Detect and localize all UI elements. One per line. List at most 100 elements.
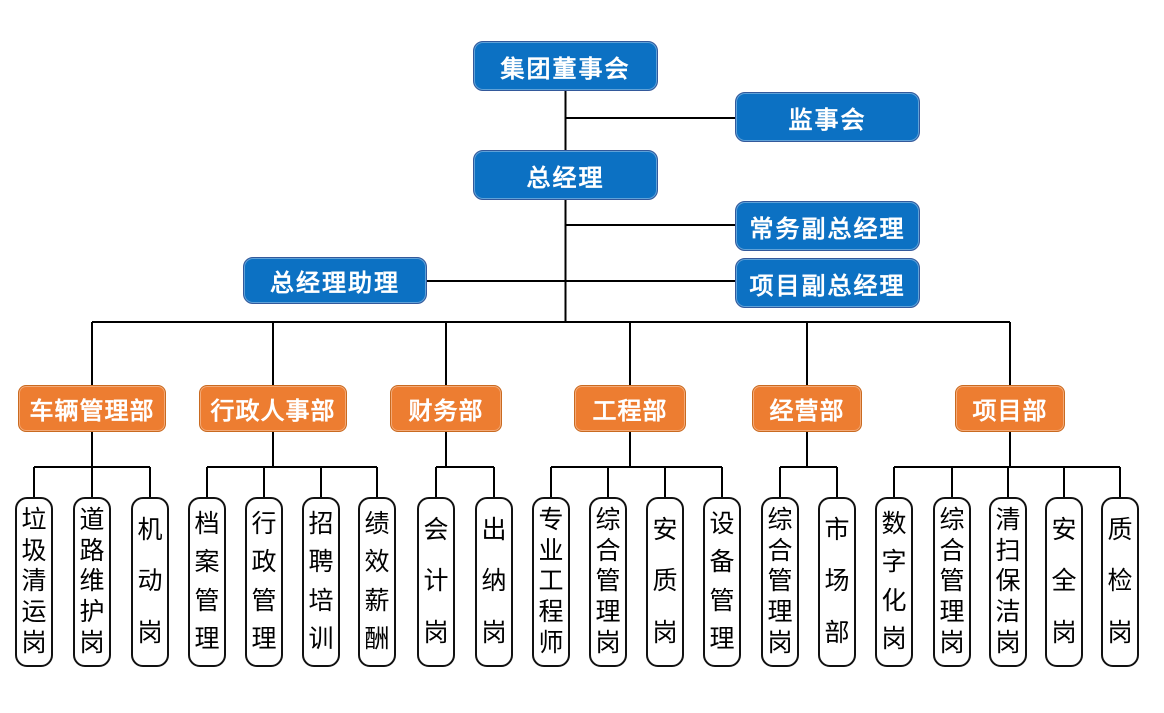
org-node-pos-market: 市场部: [818, 497, 856, 667]
org-node-label-pos-road: 道路维护岗: [75, 499, 109, 665]
label-char: 薪: [364, 587, 390, 615]
label-char: 理: [194, 626, 220, 654]
org-node-supervisory: 监事会: [735, 92, 920, 142]
org-node-dept-engineering: 工程部: [574, 385, 686, 432]
label-char: 岗: [1051, 619, 1077, 647]
label-char: 综: [595, 506, 621, 534]
label-char: 扫: [995, 537, 1021, 565]
label-char: 岗: [881, 626, 907, 654]
label-char: 专: [538, 506, 564, 534]
org-node-pos-garbage: 垃圾清运岗: [15, 497, 53, 667]
label-char: 理: [595, 599, 621, 627]
label-char: 化: [881, 587, 907, 615]
label-char: 合: [767, 537, 793, 565]
label-char: 清: [21, 568, 47, 596]
label-char: 洁: [995, 599, 1021, 627]
label-char: 业: [538, 537, 564, 565]
label-char: 岗: [137, 619, 163, 647]
label-char: 路: [79, 537, 105, 565]
org-node-pos-safety-q: 安质岗: [646, 497, 684, 667]
label-char: 岗: [1107, 619, 1133, 647]
label-char: 招: [308, 510, 334, 538]
label-char: 管: [595, 568, 621, 596]
org-node-label-dept-vehicle: 车辆管理部: [29, 398, 155, 425]
org-node-pos-accountant: 会计岗: [417, 497, 455, 667]
label-char: 管: [939, 568, 965, 596]
label-char: 检: [1107, 568, 1133, 596]
org-node-label-exec-vp: 常务副总经理: [749, 215, 906, 243]
org-node-label-gm: 总经理: [526, 164, 605, 192]
org-node-dept-project: 项目部: [955, 385, 1065, 432]
label-char: 岗: [423, 619, 449, 647]
label-char: 字: [881, 549, 907, 577]
org-node-dept-operations: 经营部: [752, 385, 862, 432]
org-node-label-pos-performance: 绩效薪酬: [360, 499, 394, 665]
label-char: 机: [137, 517, 163, 545]
org-node-label-board: 集团董事会: [500, 55, 631, 83]
label-char: 管: [767, 568, 793, 596]
label-char: 出: [481, 517, 507, 545]
label-char: 行: [251, 510, 277, 538]
label-char: 安: [1051, 517, 1077, 545]
org-node-label-pos-safety: 安全岗: [1047, 499, 1081, 665]
label-char: 场: [824, 568, 850, 596]
org-node-gm-assistant: 总经理助理: [243, 257, 427, 304]
label-char: 护: [79, 599, 105, 627]
label-char: 道: [79, 506, 105, 534]
label-char: 维: [79, 568, 105, 596]
label-char: 岗: [939, 630, 965, 658]
org-node-pos-cashier: 出纳岗: [475, 497, 513, 667]
label-char: 安: [652, 517, 678, 545]
label-char: 岗: [767, 630, 793, 658]
org-node-label-pos-market: 市场部: [820, 499, 854, 665]
org-node-pos-safety: 安全岗: [1045, 497, 1083, 667]
label-char: 理: [251, 626, 277, 654]
label-char: 垃: [21, 506, 47, 534]
label-char: 综: [767, 506, 793, 534]
org-node-label-dept-project: 项目部: [972, 398, 1048, 425]
label-char: 合: [595, 537, 621, 565]
label-char: 管: [251, 587, 277, 615]
label-char: 理: [709, 626, 735, 654]
label-char: 综: [939, 506, 965, 534]
label-char: 聘: [308, 549, 334, 577]
label-char: 岗: [652, 619, 678, 647]
org-node-pos-mobile: 机动岗: [131, 497, 169, 667]
label-char: 数: [881, 510, 907, 538]
label-char: 训: [308, 626, 334, 654]
label-char: 部: [824, 619, 850, 647]
org-node-label-project-vp: 项目副总经理: [749, 272, 906, 300]
org-node-label-dept-finance: 财务部: [408, 398, 484, 425]
org-node-pos-general-proj: 综合管理岗: [933, 497, 971, 667]
label-char: 计: [423, 568, 449, 596]
org-node-dept-finance: 财务部: [390, 385, 502, 432]
org-node-pos-engineer: 专业工程师: [532, 497, 570, 667]
label-char: 全: [1051, 568, 1077, 596]
org-node-label-dept-admin-hr: 行政人事部: [210, 398, 336, 425]
org-node-label-pos-quality: 质检岗: [1103, 499, 1137, 665]
label-char: 管: [709, 587, 735, 615]
org-node-pos-equipment: 设备管理: [703, 497, 741, 667]
org-node-gm: 总经理: [473, 150, 658, 200]
org-node-label-pos-mobile: 机动岗: [133, 499, 167, 665]
label-char: 效: [364, 549, 390, 577]
org-node-board: 集团董事会: [473, 41, 658, 91]
label-char: 动: [137, 568, 163, 596]
label-char: 岗: [481, 619, 507, 647]
label-char: 档: [194, 510, 220, 538]
label-char: 岗: [995, 630, 1021, 658]
label-char: 管: [194, 587, 220, 615]
org-node-pos-cleaning: 清扫保洁岗: [989, 497, 1027, 667]
org-node-label-pos-cleaning: 清扫保洁岗: [991, 499, 1025, 665]
org-node-label-supervisory: 监事会: [788, 106, 867, 134]
label-char: 绩: [364, 510, 390, 538]
org-node-pos-general-eng: 综合管理岗: [589, 497, 627, 667]
org-node-pos-recruit: 招聘培训: [302, 497, 340, 667]
label-char: 培: [308, 587, 334, 615]
label-char: 备: [709, 549, 735, 577]
org-node-project-vp: 项目副总经理: [735, 258, 920, 308]
label-char: 程: [538, 599, 564, 627]
org-node-label-pos-general-proj: 综合管理岗: [935, 499, 969, 665]
org-node-label-pos-engineer: 专业工程师: [534, 499, 568, 665]
